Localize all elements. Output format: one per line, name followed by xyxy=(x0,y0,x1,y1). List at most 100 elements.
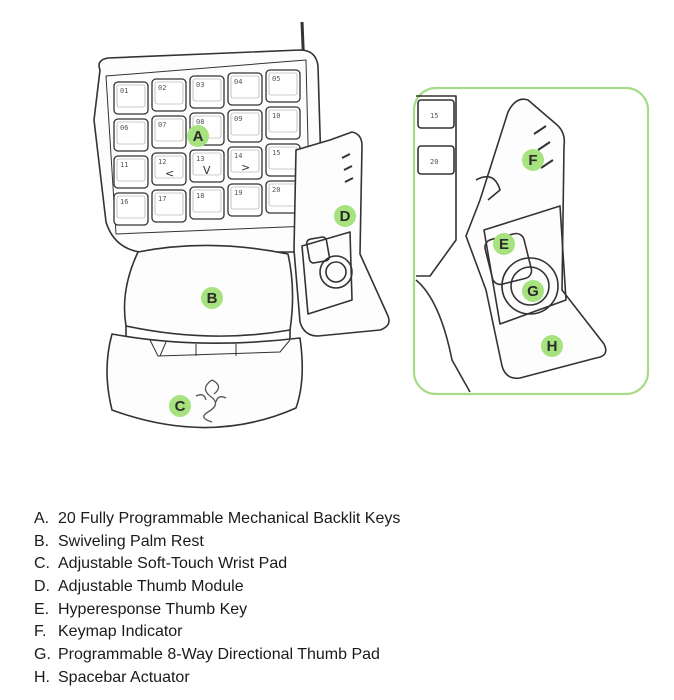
legend-item: H.Spacebar Actuator xyxy=(34,667,400,690)
key-label: 12 xyxy=(158,158,166,166)
key-face xyxy=(116,121,146,145)
key-16 xyxy=(113,192,149,226)
keypad-diagram: 01 02 03 04 05 06 07 08 09 10 11 12<13V 14>15 16 17 18 1… xyxy=(93,21,650,429)
key-face xyxy=(268,109,298,133)
key-label: 13 xyxy=(196,155,204,163)
callout-h: H xyxy=(541,335,563,357)
thumb-module xyxy=(293,131,390,337)
legend-item: D. Adjustable Thumb Module xyxy=(34,576,400,599)
legend-letter: D. xyxy=(34,578,50,596)
callout-circle xyxy=(201,287,223,309)
callout-letter: H xyxy=(547,338,558,355)
key-02 xyxy=(151,78,187,112)
key-face xyxy=(154,155,184,179)
legend-text: 20 Fully Programmable Mechanical Backlit… xyxy=(58,510,401,527)
legend: A. 20 Fully Programmable Mechanical Backl… xyxy=(34,508,400,690)
key-face xyxy=(116,84,146,108)
key-label: 05 xyxy=(272,75,280,83)
key-face xyxy=(268,72,298,96)
key-face xyxy=(154,81,184,105)
callout-letter: E xyxy=(499,236,509,253)
callout-a: A xyxy=(187,125,209,147)
callout-b: B xyxy=(201,287,223,309)
legend-letter: H. xyxy=(34,668,50,686)
key-face xyxy=(116,158,146,182)
key-label: 02 xyxy=(158,84,166,92)
key-17 xyxy=(151,189,187,223)
key-face xyxy=(230,112,260,136)
legend-text: Swiveling Palm Rest xyxy=(58,532,204,550)
legend-letter: C. xyxy=(34,555,50,573)
arrow-right-icon: > xyxy=(241,161,250,174)
wrist-pad xyxy=(106,333,304,429)
legend-item: B. Swiveling Palm Rest xyxy=(34,531,400,554)
key-13 xyxy=(189,149,225,183)
key-label: 07 xyxy=(158,121,166,129)
key-11 xyxy=(113,155,149,189)
key-label: 16 xyxy=(120,198,128,206)
callout-circle xyxy=(493,233,515,255)
callout-letter: G xyxy=(527,283,539,300)
key-face xyxy=(230,149,260,173)
key-face xyxy=(154,118,184,142)
arrow-left-icon: < xyxy=(165,167,174,180)
legend-text: Programmable 8-Way Directional Thumb Pad xyxy=(58,646,380,664)
legend-item: C.Adjustable Soft-Touch Wrist Pad xyxy=(34,553,400,576)
legend-item: A. 20 Fully Programmable Mechanical Backl… xyxy=(34,508,400,531)
callout-letter: A xyxy=(193,128,204,145)
callout-letter: D xyxy=(340,208,351,225)
callout-letter: C xyxy=(175,398,186,415)
legend-item: E.Hyperesponse Thumb Key xyxy=(34,599,400,622)
key-07 xyxy=(151,115,187,149)
legend-text: Keymap Indicator xyxy=(58,623,183,641)
inset-key-15: 15 xyxy=(430,112,438,120)
key-face xyxy=(192,78,222,102)
key-label: 06 xyxy=(120,124,128,132)
inset-thumb-module xyxy=(415,95,607,393)
callouts: A B C D E F G H xyxy=(169,125,563,417)
callout-c: C xyxy=(169,395,191,417)
key-label: 11 xyxy=(120,161,128,169)
key-label: 10 xyxy=(272,112,280,120)
callout-circle xyxy=(334,205,356,227)
callout-e: E xyxy=(493,233,515,255)
legend-item: G. Programmable 8-Way Directional Thumb P… xyxy=(34,644,400,667)
key-12 xyxy=(151,152,187,186)
key-label: 17 xyxy=(158,195,166,203)
razer-logo xyxy=(195,379,227,423)
legend-letter: E. xyxy=(34,600,50,618)
key-label: 19 xyxy=(234,189,242,197)
callout-circle xyxy=(187,125,209,147)
legend-item: F. Keymap Indicator xyxy=(34,621,400,644)
key-face xyxy=(230,186,260,210)
key-label: 14 xyxy=(234,152,242,160)
key-10 xyxy=(265,106,301,140)
callout-letter: F xyxy=(528,152,537,169)
callout-f: F xyxy=(522,149,544,171)
key-label: 01 xyxy=(120,87,128,95)
legend-text: Adjustable Thumb Module xyxy=(58,578,244,596)
legend-letter: A. xyxy=(34,510,50,527)
callout-d: D xyxy=(334,205,356,227)
arrow-down-icon: V xyxy=(203,164,211,177)
key-label: 03 xyxy=(196,81,204,89)
inset-key-20: 20 xyxy=(430,158,438,166)
key-face xyxy=(192,189,222,213)
key-label: 08 xyxy=(196,118,204,126)
callout-circle xyxy=(541,335,563,357)
key-label: 18 xyxy=(196,192,204,200)
legend-letter: F. xyxy=(34,623,47,641)
legend-letter: G. xyxy=(34,646,51,664)
key-05 xyxy=(265,69,301,103)
key-label: 04 xyxy=(234,78,242,86)
key-label: 15 xyxy=(272,149,280,157)
callout-g: G xyxy=(522,280,544,302)
legend-letter: B. xyxy=(34,532,50,550)
callout-circle xyxy=(169,395,191,417)
key-18 xyxy=(189,186,225,220)
key-face xyxy=(116,195,146,219)
callout-circle xyxy=(522,280,544,302)
key-label: 09 xyxy=(234,115,242,123)
key-face xyxy=(230,75,260,99)
key-label: 20 xyxy=(272,186,280,194)
